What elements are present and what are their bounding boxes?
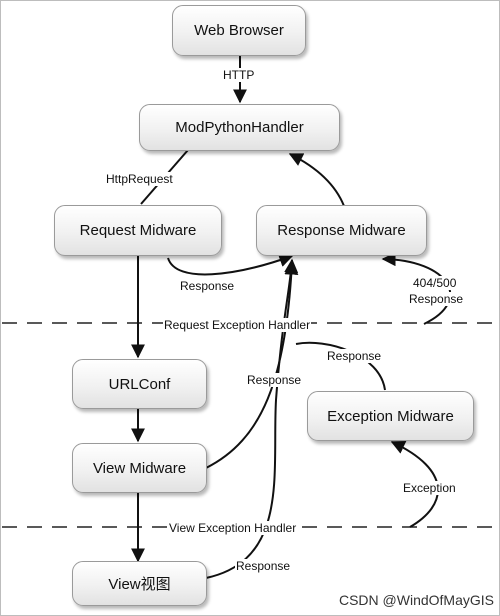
node-response-midware: Response Midware (256, 205, 427, 256)
node-web-browser: Web Browser (172, 5, 306, 56)
node-view: View视图 (72, 561, 207, 606)
label-exception: Exception (402, 481, 457, 495)
watermark-text: CSDN @WindOfMayGIS (338, 592, 494, 608)
label-view-exception-handler: View Exception Handler (168, 521, 298, 535)
node-request-midware: Request Midware (54, 205, 222, 256)
label-http: HTTP (222, 68, 256, 82)
label-response-view: Response (235, 559, 292, 573)
node-exception-midware: Exception Midware (307, 391, 474, 441)
label-status-code: 404/500 (412, 276, 458, 290)
label-response-exception-midware: Response (326, 349, 383, 363)
edge-request-response (167, 253, 294, 276)
node-view-midware: View Midware (72, 443, 207, 493)
edge-view-midware-response (205, 260, 299, 469)
edge-response-to-handler (288, 153, 345, 207)
label-response-view-midware: Response (246, 373, 303, 387)
label-http-request: HttpRequest (105, 172, 174, 186)
node-modpython-handler: ModPythonHandler (139, 104, 340, 151)
edge-view-long-response (205, 258, 299, 579)
label-response-request-midware: Response (179, 279, 236, 293)
label-status-response: Response (408, 292, 465, 306)
label-request-exception-handler: Request Exception Handler (163, 318, 312, 332)
node-urlconf: URLConf (72, 359, 207, 409)
